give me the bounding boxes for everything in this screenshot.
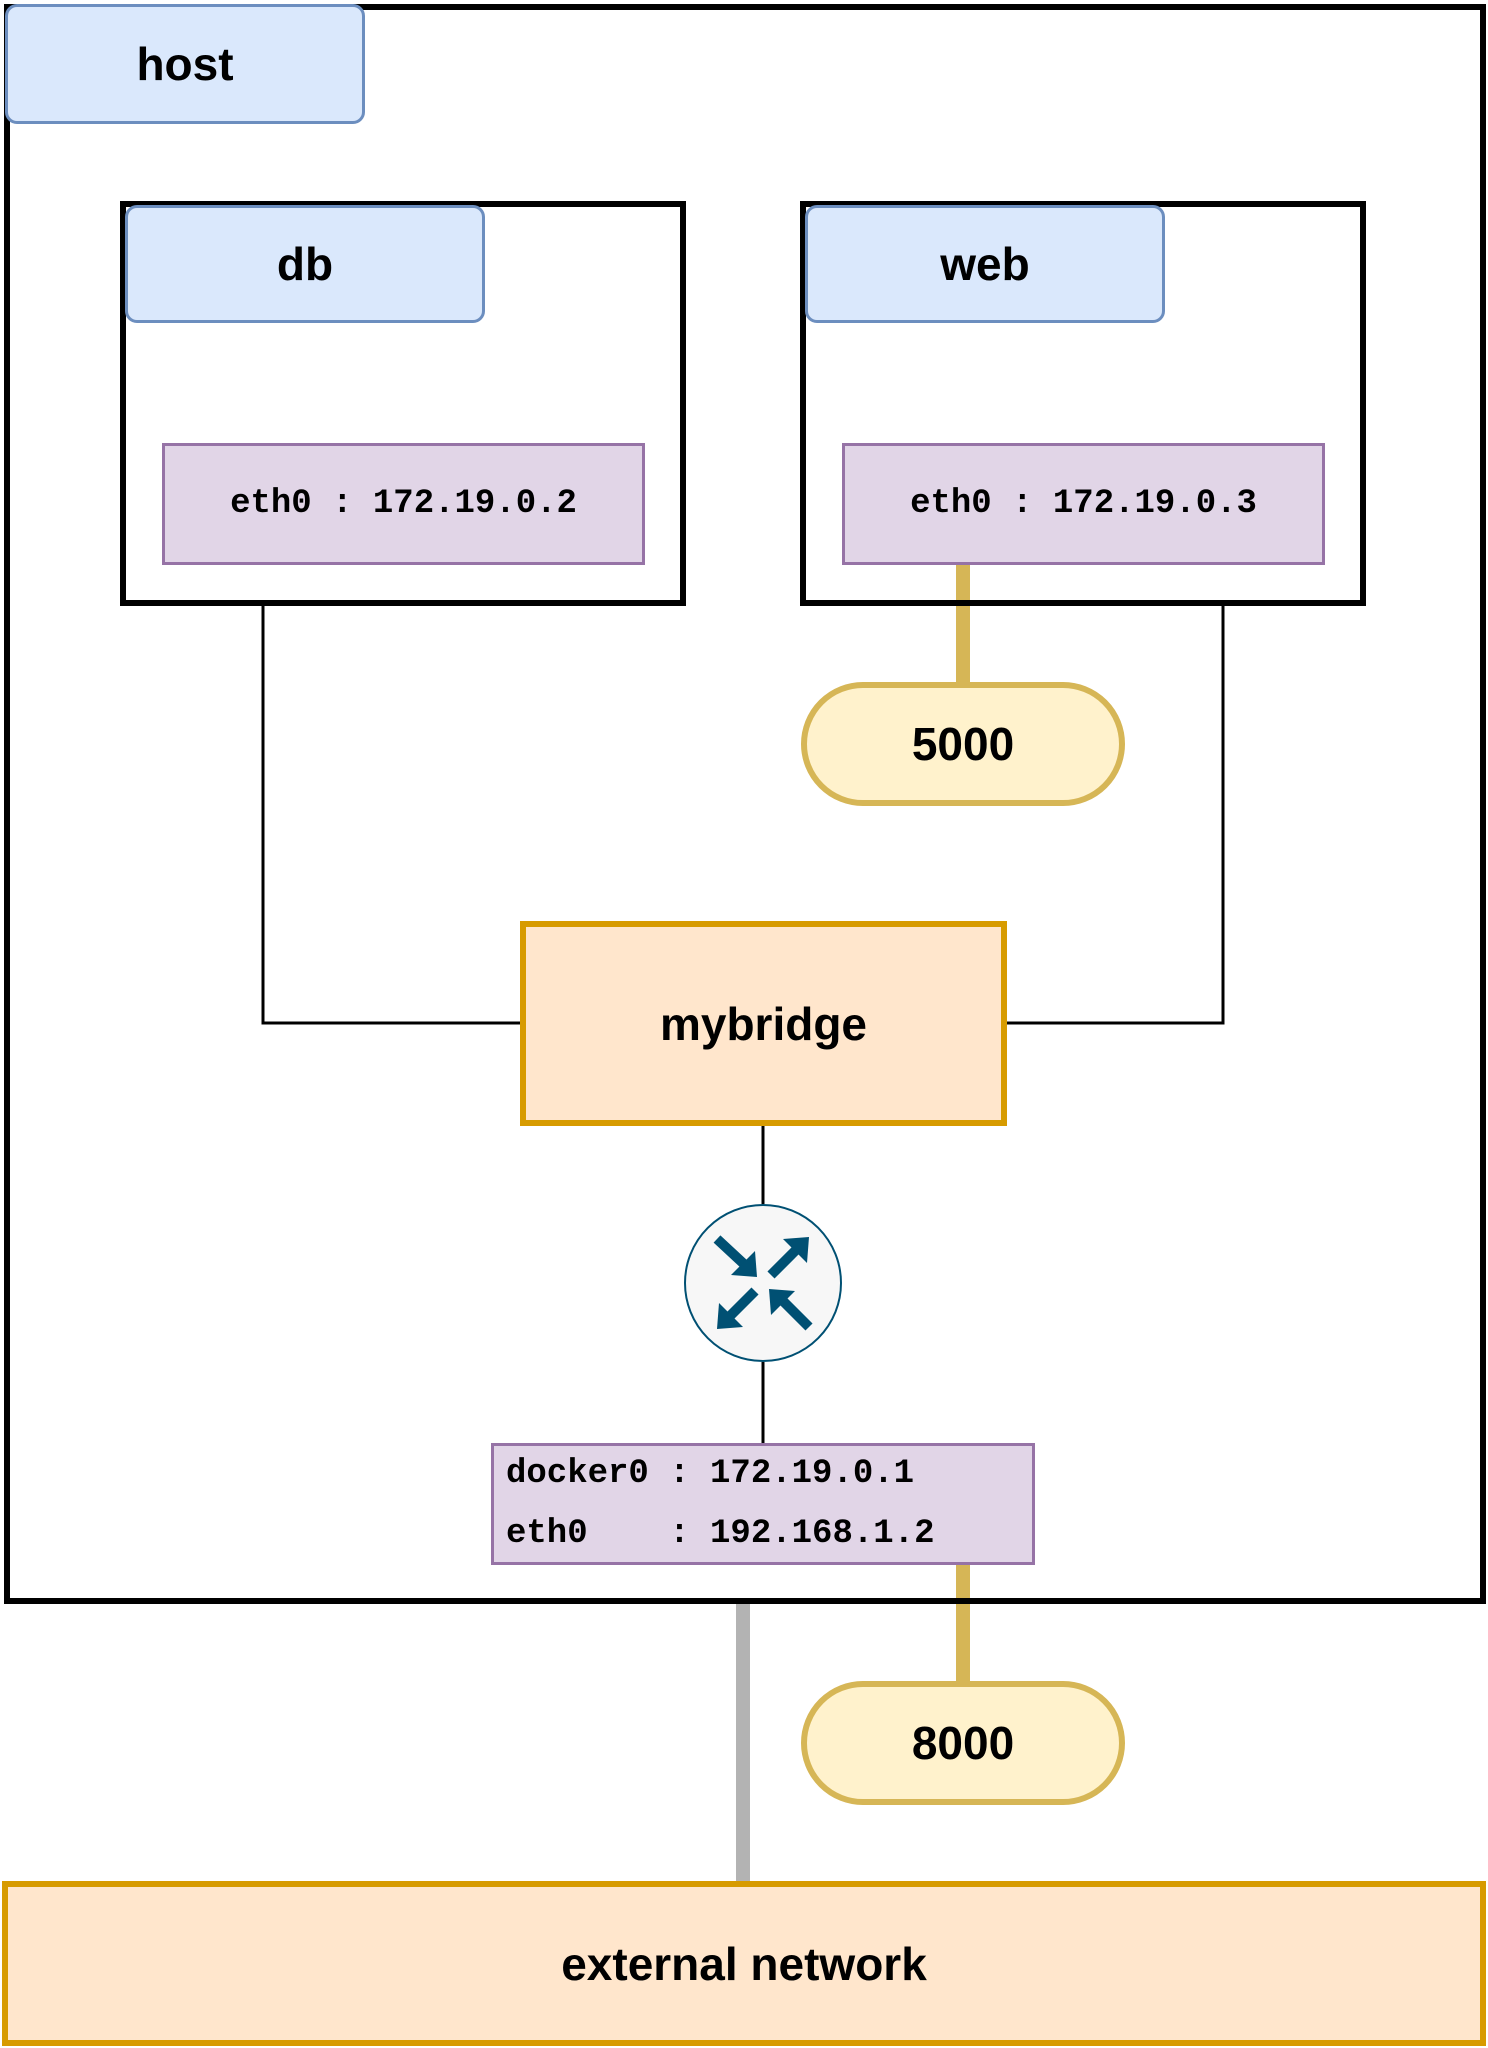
bridge-box: mybridge (520, 921, 1007, 1126)
db-interface: eth0 : 172.19.0.2 (162, 443, 645, 565)
host-label: host (5, 4, 365, 124)
db-to-bridge-link (261, 602, 522, 1025)
eth0-host-interface: eth0 : 192.168.1.2 (506, 1515, 935, 1553)
web-interface: eth0 : 172.19.0.3 (842, 443, 1325, 565)
router-icon (683, 1203, 843, 1363)
web-port-badge: 5000 (801, 682, 1125, 806)
web-container-label: web (805, 205, 1165, 323)
db-container (120, 201, 686, 606)
web-to-bridge-link (1005, 602, 1225, 1025)
docker0-interface: docker0 : 172.19.0.1 (506, 1455, 915, 1493)
external-network-box: external network (2, 1881, 1486, 2046)
db-container-label: db (125, 205, 485, 323)
host-interfaces: docker0 : 172.19.0.1 eth0 : 192.168.1.2 (491, 1443, 1035, 1565)
web-container (800, 201, 1366, 606)
host-port-badge: 8000 (801, 1681, 1125, 1805)
host-boundary (4, 4, 1486, 1604)
